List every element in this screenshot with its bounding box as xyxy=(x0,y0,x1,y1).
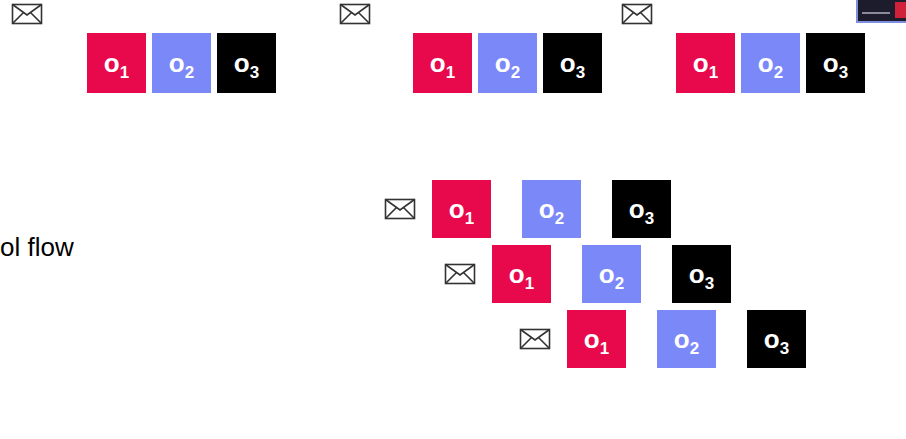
object-index: 1 xyxy=(446,63,455,82)
object-index: 3 xyxy=(839,63,848,82)
object-index: 3 xyxy=(576,63,585,82)
object-index: 2 xyxy=(511,63,520,82)
object-index: 2 xyxy=(555,209,564,228)
object-index: 1 xyxy=(465,209,474,228)
object-label: o1 xyxy=(430,50,455,76)
object-label: o3 xyxy=(764,326,789,352)
thumbnail-accent xyxy=(895,2,906,18)
object-index: 1 xyxy=(600,339,609,358)
object-label: o1 xyxy=(584,326,609,352)
object-index: 3 xyxy=(645,209,654,228)
object-box: o1 xyxy=(432,180,491,238)
object-box: o1 xyxy=(676,33,735,93)
object-label: o2 xyxy=(599,261,624,287)
object-box: o1 xyxy=(492,245,551,303)
envelope-icon xyxy=(341,5,370,24)
object-label: o2 xyxy=(758,50,783,76)
object-box: o3 xyxy=(806,33,865,93)
object-label: o2 xyxy=(674,326,699,352)
object-box: o3 xyxy=(217,33,276,93)
object-index: 1 xyxy=(525,274,534,293)
object-label: o3 xyxy=(560,50,585,76)
object-index: 3 xyxy=(780,339,789,358)
object-box: o1 xyxy=(413,33,472,93)
envelope-icon xyxy=(446,265,475,284)
cut-off-label: ol flow xyxy=(0,233,74,262)
book-cover-thumbnail xyxy=(857,0,906,22)
object-label: o2 xyxy=(539,196,564,222)
object-box: o3 xyxy=(612,180,671,238)
object-index: 2 xyxy=(615,274,624,293)
envelope-icon xyxy=(386,200,415,219)
object-label: o3 xyxy=(629,196,654,222)
object-box: o2 xyxy=(741,33,800,93)
object-index: 2 xyxy=(185,63,194,82)
object-index: 2 xyxy=(774,63,783,82)
envelope-icon xyxy=(13,5,42,24)
object-index: 1 xyxy=(709,63,718,82)
object-box: o3 xyxy=(543,33,602,93)
object-label: o3 xyxy=(234,50,259,76)
thumbnail-frame xyxy=(857,0,906,22)
object-index: 2 xyxy=(690,339,699,358)
object-index: 3 xyxy=(250,63,259,82)
envelope-icon xyxy=(521,330,550,349)
object-label: o2 xyxy=(495,50,520,76)
object-label: o1 xyxy=(509,261,534,287)
object-label: o3 xyxy=(689,261,714,287)
object-label: o3 xyxy=(823,50,848,76)
envelope-icon xyxy=(623,5,652,24)
object-box: o2 xyxy=(582,245,641,303)
object-box: o1 xyxy=(567,310,626,368)
object-box: o2 xyxy=(478,33,537,93)
object-index: 3 xyxy=(705,274,714,293)
envelope-icons xyxy=(13,5,652,349)
object-box: o2 xyxy=(152,33,211,93)
object-label: o1 xyxy=(449,196,474,222)
object-box: o3 xyxy=(672,245,731,303)
object-box: o2 xyxy=(522,180,581,238)
object-label: o2 xyxy=(169,50,194,76)
thumbnail-lines xyxy=(862,12,890,14)
object-index: 1 xyxy=(120,63,129,82)
object-label: o1 xyxy=(693,50,718,76)
object-box: o2 xyxy=(657,310,716,368)
object-box: o3 xyxy=(747,310,806,368)
object-box: o1 xyxy=(87,33,146,93)
object-label: o1 xyxy=(104,50,129,76)
